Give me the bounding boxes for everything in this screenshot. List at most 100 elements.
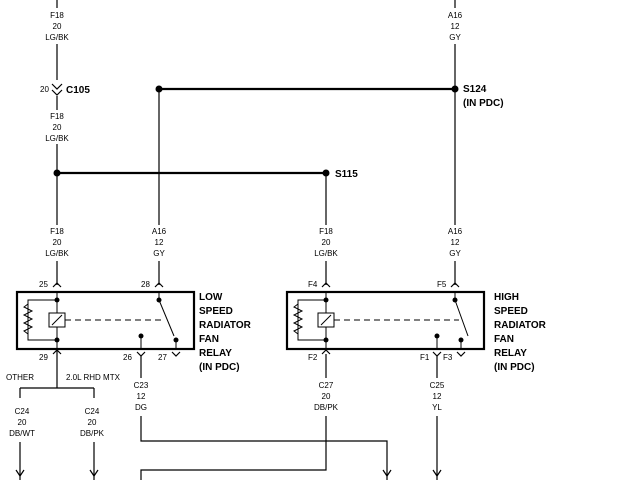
svg-text:LG/BK: LG/BK bbox=[45, 249, 69, 258]
svg-text:LOW: LOW bbox=[199, 292, 223, 303]
svg-text:F18: F18 bbox=[50, 112, 64, 121]
label-wire-drop-a16-high: A16 12 GY bbox=[443, 225, 467, 261]
relay-high-switch-arm bbox=[454, 299, 469, 337]
pin-chevron-f4 bbox=[321, 282, 331, 288]
pin-chevron-f1 bbox=[432, 351, 442, 357]
connector-c105-pin: 20 bbox=[40, 85, 49, 94]
pin-label-27: 27 bbox=[158, 353, 167, 362]
relay-high-no-contact bbox=[458, 337, 464, 343]
svg-text:LG/BK: LG/BK bbox=[45, 33, 69, 42]
svg-text:HIGH: HIGH bbox=[494, 292, 519, 303]
label-wire-c24-right: C24 20 DB/PK bbox=[80, 407, 105, 438]
pin-label-f3: F3 bbox=[443, 353, 453, 362]
svg-text:20: 20 bbox=[53, 22, 62, 31]
pin-chevron-26 bbox=[136, 351, 146, 357]
relay-low-coil-slash bbox=[51, 314, 63, 326]
svg-text:DB/PK: DB/PK bbox=[314, 403, 339, 412]
pin-chevron-28 bbox=[154, 282, 164, 288]
svg-text:C27: C27 bbox=[319, 381, 334, 390]
connector-c105-chevron-bottom bbox=[51, 89, 63, 96]
splice-dot-f18-left bbox=[53, 169, 61, 177]
svg-text:(IN PDC): (IN PDC) bbox=[199, 362, 240, 373]
connector-chevron-c24-left bbox=[15, 469, 25, 478]
svg-text:12: 12 bbox=[451, 22, 460, 31]
pin-label-29: 29 bbox=[39, 353, 48, 362]
svg-text:C24: C24 bbox=[15, 407, 30, 416]
svg-text:F18: F18 bbox=[50, 227, 64, 236]
connector-chevron-c25 bbox=[432, 469, 442, 478]
relay-high-coil-slash bbox=[320, 314, 332, 326]
svg-text:20: 20 bbox=[53, 123, 62, 132]
label-wire-drop-a16-low: A16 12 GY bbox=[147, 225, 171, 261]
svg-text:DB/WT: DB/WT bbox=[9, 429, 35, 438]
svg-text:LG/BK: LG/BK bbox=[314, 249, 338, 258]
pin-chevron-27 bbox=[171, 351, 181, 357]
connector-c105-chevron-top bbox=[51, 83, 63, 90]
label-wire-c25: C25 12 YL bbox=[430, 381, 445, 412]
svg-text:C24: C24 bbox=[85, 407, 100, 416]
relay-low-coil-loop bbox=[27, 292, 58, 349]
svg-text:FAN: FAN bbox=[494, 334, 514, 345]
svg-text:YL: YL bbox=[432, 403, 442, 412]
pin-label-f2: F2 bbox=[308, 353, 318, 362]
connector-c105-name: C105 bbox=[66, 85, 90, 96]
relay-high-coil-loop bbox=[297, 292, 327, 349]
svg-text:20: 20 bbox=[18, 418, 27, 427]
pin-label-26: 26 bbox=[123, 353, 132, 362]
svg-text:12: 12 bbox=[137, 392, 146, 401]
svg-text:SPEED: SPEED bbox=[494, 306, 528, 317]
svg-text:F18: F18 bbox=[319, 227, 333, 236]
pin-label-28: 28 bbox=[141, 280, 150, 289]
svg-text:GY: GY bbox=[153, 249, 165, 258]
svg-text:20: 20 bbox=[322, 238, 331, 247]
svg-text:LG/BK: LG/BK bbox=[45, 134, 69, 143]
label-wire-c23: C23 12 DG bbox=[134, 381, 149, 412]
pin-chevron-f5 bbox=[450, 282, 460, 288]
pin-label-f5: F5 bbox=[437, 280, 447, 289]
svg-text:C23: C23 bbox=[134, 381, 149, 390]
svg-text:C25: C25 bbox=[430, 381, 445, 390]
label-wire-c27: C27 20 DB/PK bbox=[314, 381, 339, 412]
pin-chevron-f2 bbox=[321, 349, 331, 355]
svg-text:SPEED: SPEED bbox=[199, 306, 233, 317]
relay-low-nc-contact bbox=[138, 333, 144, 339]
label-wire-top-left: F18 20 LG/BK bbox=[42, 8, 72, 44]
svg-text:FAN: FAN bbox=[199, 334, 219, 345]
splice-s124-note: (IN PDC) bbox=[463, 98, 504, 109]
pin-label-f1: F1 bbox=[420, 353, 430, 362]
svg-text:20: 20 bbox=[88, 418, 97, 427]
wire-c23-route bbox=[140, 416, 388, 480]
branch-label-rhd: 2.0L RHD MTX bbox=[66, 373, 121, 382]
branch-label-other: OTHER bbox=[6, 373, 34, 382]
svg-text:12: 12 bbox=[155, 238, 164, 247]
svg-text:20: 20 bbox=[322, 392, 331, 401]
svg-text:A16: A16 bbox=[152, 227, 167, 236]
pin-chevron-25 bbox=[52, 282, 62, 288]
relay-low-no-contact bbox=[173, 337, 179, 343]
splice-s115-name: S115 bbox=[335, 169, 358, 180]
relay-high-nc-contact bbox=[434, 333, 440, 339]
label-wire-c24-left: C24 20 DB/WT bbox=[9, 407, 35, 438]
splice-s124-name: S124 bbox=[463, 84, 487, 95]
pin-label-f4: F4 bbox=[308, 280, 318, 289]
svg-text:12: 12 bbox=[451, 238, 460, 247]
relay-low-title: LOW SPEED RADIATOR FAN RELAY (IN PDC) bbox=[199, 292, 252, 373]
relay-low-switch-arm bbox=[158, 299, 175, 337]
relay-high-resistor bbox=[292, 303, 304, 335]
label-wire-drop-f18-high: F18 20 LG/BK bbox=[311, 225, 341, 261]
svg-text:RELAY: RELAY bbox=[494, 348, 527, 359]
svg-text:RADIATOR: RADIATOR bbox=[199, 320, 252, 331]
svg-text:DB/PK: DB/PK bbox=[80, 429, 105, 438]
svg-text:GY: GY bbox=[449, 33, 461, 42]
relay-high-title: HIGH SPEED RADIATOR FAN RELAY (IN PDC) bbox=[494, 292, 547, 373]
connector-chevron-c24-right bbox=[89, 469, 99, 478]
svg-text:A16: A16 bbox=[448, 11, 463, 20]
relay-low-resistor bbox=[22, 303, 34, 335]
svg-text:RADIATOR: RADIATOR bbox=[494, 320, 547, 331]
svg-text:12: 12 bbox=[433, 392, 442, 401]
svg-text:RELAY: RELAY bbox=[199, 348, 232, 359]
svg-text:20: 20 bbox=[53, 238, 62, 247]
pin-chevron-f3 bbox=[456, 351, 466, 357]
